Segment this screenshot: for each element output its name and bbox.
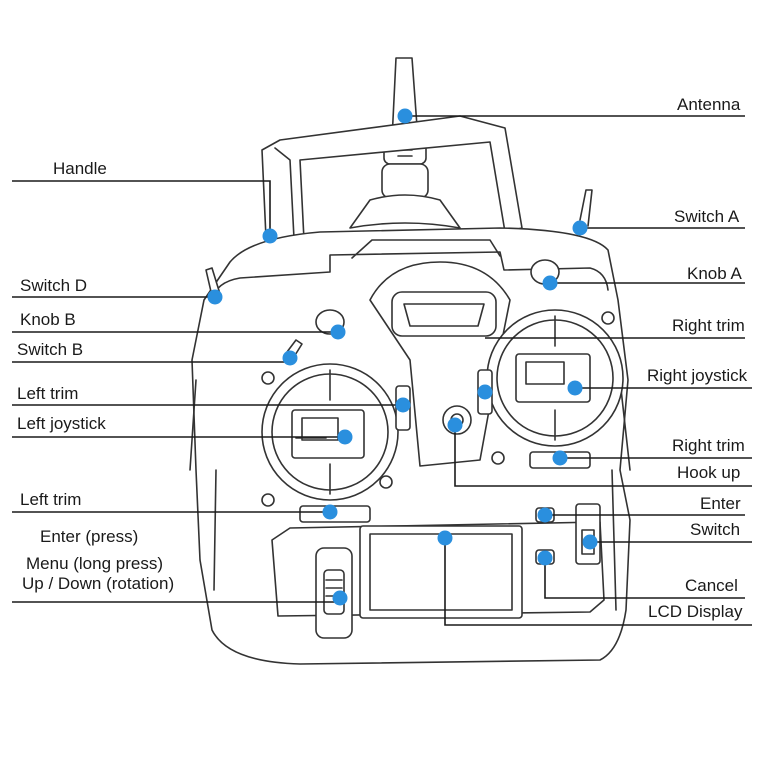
label-right-trim-top: Right trim — [672, 316, 745, 335]
marker-left-trim-bottom — [322, 504, 338, 520]
marker-right-trim-top — [477, 384, 493, 400]
marker-enter — [537, 507, 553, 523]
label-left-trim-mid: Left trim — [17, 384, 79, 403]
label-up-down-rotation: Up / Down (rotation) — [22, 574, 175, 593]
marker-enter-menu — [332, 590, 348, 606]
marker-switch-b — [282, 350, 298, 366]
label-switch-d: Switch D — [20, 276, 88, 295]
label-menu-long-press: Menu (long press) — [26, 554, 164, 573]
label-switch: Switch — [690, 520, 741, 539]
label-switch-b: Switch B — [17, 340, 84, 359]
marker-switch — [582, 534, 598, 550]
left-gimbal-part — [261, 363, 399, 507]
leader-hook-up — [454, 425, 752, 487]
label-enter-press: Enter (press) — [40, 527, 139, 546]
label-cancel: Cancel — [685, 576, 738, 595]
label-knob-b: Knob B — [20, 310, 76, 329]
label-lcd-display: LCD Display — [648, 602, 743, 621]
label-enter: Enter — [700, 494, 741, 513]
marker-left-trim-mid — [395, 397, 411, 413]
label-left-trim-bottom: Left trim — [20, 490, 82, 509]
marker-right-trim-bottom — [552, 450, 568, 466]
bottom-panel-part — [271, 503, 605, 639]
marker-knob-a — [542, 275, 558, 291]
label-hook-up: Hook up — [677, 463, 741, 482]
label-knob-a: Knob A — [687, 264, 742, 283]
marker-cancel — [537, 550, 553, 566]
marker-knob-b — [330, 324, 346, 340]
marker-handle — [262, 228, 278, 244]
label-right-joystick: Right joystick — [647, 366, 748, 385]
leader-handle — [12, 180, 271, 236]
marker-switch-a — [572, 220, 588, 236]
label-antenna: Antenna — [677, 95, 741, 114]
marker-hook-up — [447, 417, 463, 433]
callout-lines — [12, 115, 752, 626]
marker-antenna — [397, 108, 413, 124]
marker-left-joystick — [337, 429, 353, 445]
label-left-joystick: Left joystick — [17, 414, 106, 433]
leader-cancel — [544, 558, 745, 599]
marker-lcd-display — [437, 530, 453, 546]
label-right-trim-bottom: Right trim — [672, 436, 745, 455]
marker-switch-d — [207, 289, 223, 305]
label-handle: Handle — [53, 159, 107, 178]
label-switch-a: Switch A — [674, 207, 740, 226]
leader-lcd-display — [444, 538, 752, 626]
callout-markers — [207, 108, 598, 606]
marker-right-joystick — [567, 380, 583, 396]
